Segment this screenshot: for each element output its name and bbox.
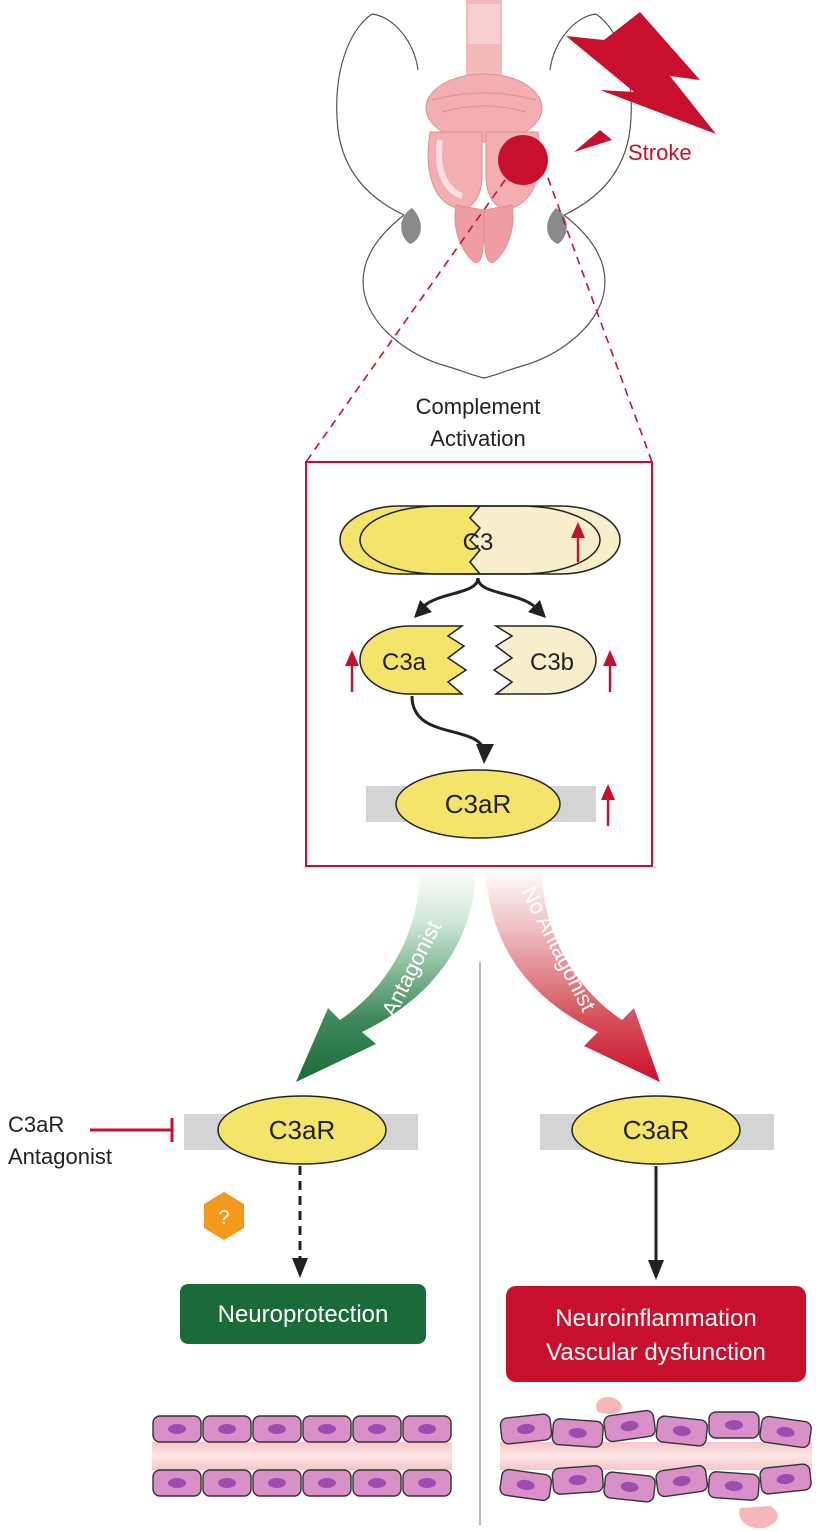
mouse-face-outline	[362, 214, 606, 379]
cell-nucleus	[516, 1479, 535, 1491]
endothelial-cell	[499, 1413, 553, 1445]
endothelial-cell	[352, 1469, 402, 1497]
cell-nucleus	[218, 1424, 236, 1434]
neuroinflammation-label: Neuroinflammation	[555, 1305, 756, 1332]
cell-nucleus	[672, 1425, 691, 1437]
endothelial-cell	[551, 1418, 604, 1448]
c3-label: C3	[463, 529, 494, 556]
c3b-fragment: C3b	[492, 625, 597, 695]
endothelial-cell	[302, 1469, 352, 1497]
endothelial-cell	[707, 1471, 760, 1501]
endothelial-cell	[708, 1411, 760, 1439]
cell-nucleus	[368, 1424, 386, 1434]
cell-nucleus	[318, 1478, 336, 1488]
question-mark: ?	[218, 1207, 229, 1229]
cell-nucleus	[268, 1424, 286, 1434]
zoom-line-left	[305, 179, 506, 463]
cell-nucleus	[418, 1424, 436, 1434]
lightning-bolt-icon	[566, 12, 716, 134]
cell-nucleus	[620, 1420, 639, 1432]
neuroinflammation-box	[506, 1286, 806, 1382]
c3b-label: C3b	[530, 649, 574, 676]
c3-molecule: C3	[339, 505, 621, 575]
cell-nucleus	[318, 1424, 336, 1434]
cell-nucleus	[672, 1475, 691, 1487]
endothelial-cell	[302, 1415, 352, 1443]
cell-nucleus	[620, 1481, 639, 1493]
endothelial-cell	[402, 1469, 452, 1497]
endothelial-cell	[759, 1463, 812, 1495]
c3ar-label-right: C3aR	[623, 1115, 689, 1145]
cell-nucleus	[776, 1473, 795, 1485]
c3ar-label-box: C3aR	[445, 789, 511, 819]
antagonist-label-line2: Antagonist	[8, 1144, 112, 1169]
antagonist-branch-arrow	[296, 868, 476, 1082]
cell-nucleus	[568, 1427, 587, 1439]
endothelial-cell	[252, 1469, 302, 1497]
healthy-blood-vessel	[152, 1415, 452, 1497]
cell-nucleus	[168, 1424, 186, 1434]
c3a-to-receptor-arrow	[410, 695, 486, 751]
zoom-line-right	[547, 177, 653, 463]
endothelial-cell	[759, 1415, 812, 1449]
cell-nucleus	[725, 1420, 743, 1430]
cell-nucleus	[168, 1478, 186, 1488]
endothelial-cell	[603, 1409, 656, 1443]
mouse-left-ear	[336, 13, 405, 216]
c3ar-receptor-right	[571, 1095, 741, 1165]
c3a-label: C3a	[382, 649, 427, 676]
endothelial-cell	[352, 1415, 402, 1443]
endothelial-cell	[655, 1415, 709, 1447]
endothelial-cell	[152, 1469, 202, 1497]
question-hexagon-icon	[204, 1192, 244, 1240]
endothelial-cell	[152, 1415, 202, 1443]
mouse-brain	[425, 0, 548, 263]
cell-nucleus	[568, 1474, 587, 1486]
neuroprotection-label: Neuroprotection	[218, 1301, 389, 1328]
mouse-right-eye	[547, 208, 567, 244]
complement-activation-line1: Complement	[416, 394, 541, 419]
cell-nucleus	[218, 1478, 236, 1488]
endothelial-cell	[402, 1415, 452, 1443]
cell-nucleus	[776, 1426, 795, 1438]
split-arrow-right	[476, 577, 535, 608]
no-antagonist-branch-arrow	[486, 868, 660, 1082]
c3ar-receptor-box	[395, 769, 561, 839]
stroke-label: Stroke	[628, 140, 692, 165]
antagonist-label-line1: C3aR	[8, 1112, 64, 1137]
split-arrow-left	[423, 577, 480, 608]
damaged-blood-vessel	[499, 1397, 812, 1529]
endothelial-cell	[499, 1468, 553, 1502]
cell-nucleus	[268, 1478, 286, 1488]
mouse-left-eye	[401, 208, 421, 244]
c3ar-receptor-left	[217, 1095, 387, 1165]
complement-activation-line2: Activation	[430, 426, 525, 451]
endothelial-cell	[202, 1415, 252, 1443]
neuroprotection-box	[180, 1284, 426, 1344]
mouse-head: Stroke	[336, 0, 716, 379]
vascular-leak-bottom	[739, 1506, 778, 1529]
cell-nucleus	[517, 1423, 535, 1435]
c3ar-label-left: C3aR	[269, 1115, 335, 1145]
c3a-fragment: C3a	[359, 625, 468, 695]
cell-nucleus	[368, 1478, 386, 1488]
cell-nucleus	[724, 1480, 743, 1492]
vascular-leak-top	[596, 1397, 622, 1415]
endothelial-cell	[202, 1469, 252, 1497]
endothelial-cell	[655, 1464, 709, 1498]
stroke-infarct	[498, 135, 548, 185]
endothelial-cell	[252, 1415, 302, 1443]
vascular-dysfunction-label: Vascular dysfunction	[546, 1339, 766, 1366]
endothelial-cell	[551, 1465, 604, 1495]
endothelial-cell	[603, 1471, 656, 1503]
cell-nucleus	[418, 1478, 436, 1488]
